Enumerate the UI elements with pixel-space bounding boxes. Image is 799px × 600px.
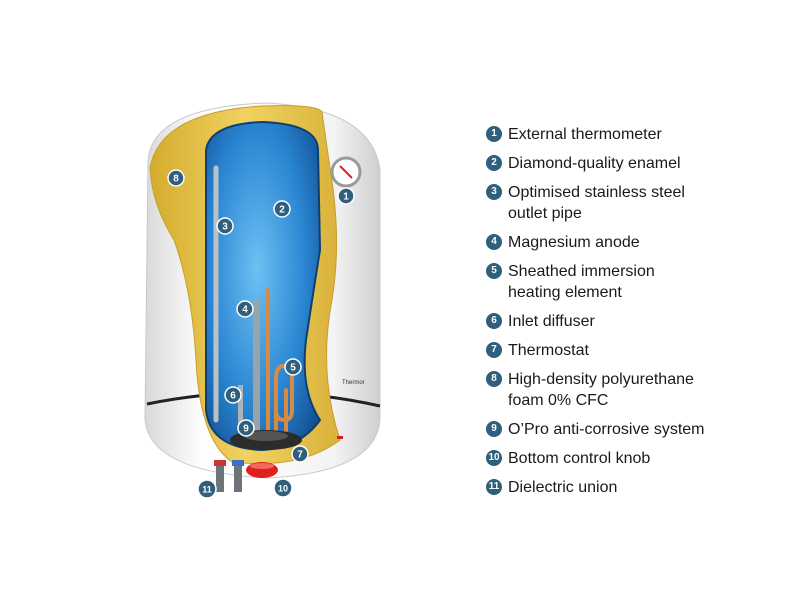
callout-circle	[216, 217, 234, 235]
callout-circle	[167, 169, 185, 187]
thermometer-needle	[339, 165, 353, 179]
callout-badge-8: 8	[167, 169, 185, 187]
legend-label: High-density polyurethane foam 0% CFC	[508, 371, 694, 409]
callout-number: 6	[230, 391, 236, 402]
legend-label: Optimised stainless steel outlet pipe	[508, 184, 685, 222]
callout-number: 5	[290, 363, 296, 374]
legend-item-11: 11 Dielectric union	[486, 477, 778, 498]
callout-number: 2	[279, 205, 285, 216]
callout-number: 7	[297, 450, 303, 461]
inlet-diffuser	[238, 385, 243, 425]
callout-badge-2: 2	[273, 200, 291, 218]
callout-badge-9: 9	[237, 419, 255, 437]
dielectric-union-left	[216, 462, 224, 492]
legend-number-badge: 4	[486, 234, 502, 250]
legend-item-1: 1 External thermometer	[486, 124, 778, 145]
legend-number-badge: 8	[486, 371, 502, 387]
legend-label: Diamond-quality enamel	[508, 155, 681, 172]
indicator-light	[337, 436, 343, 439]
legend-number-badge: 10	[486, 450, 502, 466]
callout-circle	[337, 187, 355, 205]
callout-number: 8	[173, 174, 179, 185]
callout-number: 10	[278, 484, 288, 494]
legend-item-8: 8 High-density polyurethane foam 0% CFC	[486, 369, 778, 411]
callout-number: 4	[242, 305, 248, 316]
legend-item-5: 5 Sheathed immersion heating element	[486, 261, 778, 303]
brand-mark: Thermor	[342, 380, 365, 386]
callout-badge-10: 10	[273, 478, 293, 498]
magnesium-anode	[253, 300, 260, 436]
callout-circle	[273, 478, 293, 498]
callout-badge-4: 4	[236, 300, 254, 318]
legend-item-7: 7 Thermostat	[486, 340, 778, 361]
knob-highlight	[250, 463, 274, 469]
callout-circle	[291, 445, 309, 463]
legend-label: External thermometer	[508, 126, 662, 143]
callout-badge-5: 5	[284, 358, 302, 376]
legend-item-10: 10 Bottom control knob	[486, 448, 778, 469]
legend-item-3: 3 Optimised stainless steel outlet pipe	[486, 182, 778, 224]
flange-ring	[244, 431, 288, 441]
legend-number-badge: 5	[486, 263, 502, 279]
callout-circle	[237, 419, 255, 437]
legend-item-9: 9 O’Pro anti-corrosive system	[486, 419, 778, 440]
legend-item-2: 2 Diamond-quality enamel	[486, 153, 778, 174]
legend-number-badge: 6	[486, 313, 502, 329]
legend-label: Sheathed immersion heating element	[508, 263, 655, 301]
callout-number: 11	[202, 485, 212, 495]
legend-item-4: 4 Magnesium anode	[486, 232, 778, 253]
union-ring-red	[214, 460, 226, 466]
callout-badge-7: 7	[291, 445, 309, 463]
callout-number: 1	[343, 192, 349, 203]
callout-circle	[236, 300, 254, 318]
legend-number-badge: 1	[486, 126, 502, 142]
callout-circle	[197, 479, 217, 499]
legend-number-badge: 7	[486, 342, 502, 358]
callout-layer: 1 2 3 4 5 6 7 8 9 10 11	[167, 169, 355, 499]
callout-number: 9	[243, 424, 249, 435]
callout-badge-3: 3	[216, 217, 234, 235]
callout-circle	[284, 358, 302, 376]
inner-tank	[205, 120, 322, 452]
legend-item-6: 6 Inlet diffuser	[486, 311, 778, 332]
legend-label: Dielectric union	[508, 479, 618, 496]
legend-number-badge: 11	[486, 479, 502, 495]
callout-number: 3	[222, 222, 228, 233]
legend-number-badge: 3	[486, 184, 502, 200]
union-ring-blue	[232, 460, 244, 466]
legend-label: Bottom control knob	[508, 450, 651, 467]
callout-circle	[224, 386, 242, 404]
legend-number-badge: 9	[486, 421, 502, 437]
legend-label: Inlet diffuser	[508, 313, 595, 330]
dielectric-union-right	[234, 462, 242, 492]
callout-badge-11: 11	[197, 479, 217, 499]
callout-circle	[273, 200, 291, 218]
legend-label: Thermostat	[508, 342, 589, 359]
callout-badge-6: 6	[224, 386, 242, 404]
callout-badge-1: 1	[337, 187, 355, 205]
legend-label: Magnesium anode	[508, 234, 640, 251]
legend-label: O’Pro anti-corrosive system	[508, 421, 705, 438]
heating-element	[266, 288, 294, 437]
legend-number-badge: 2	[486, 155, 502, 171]
